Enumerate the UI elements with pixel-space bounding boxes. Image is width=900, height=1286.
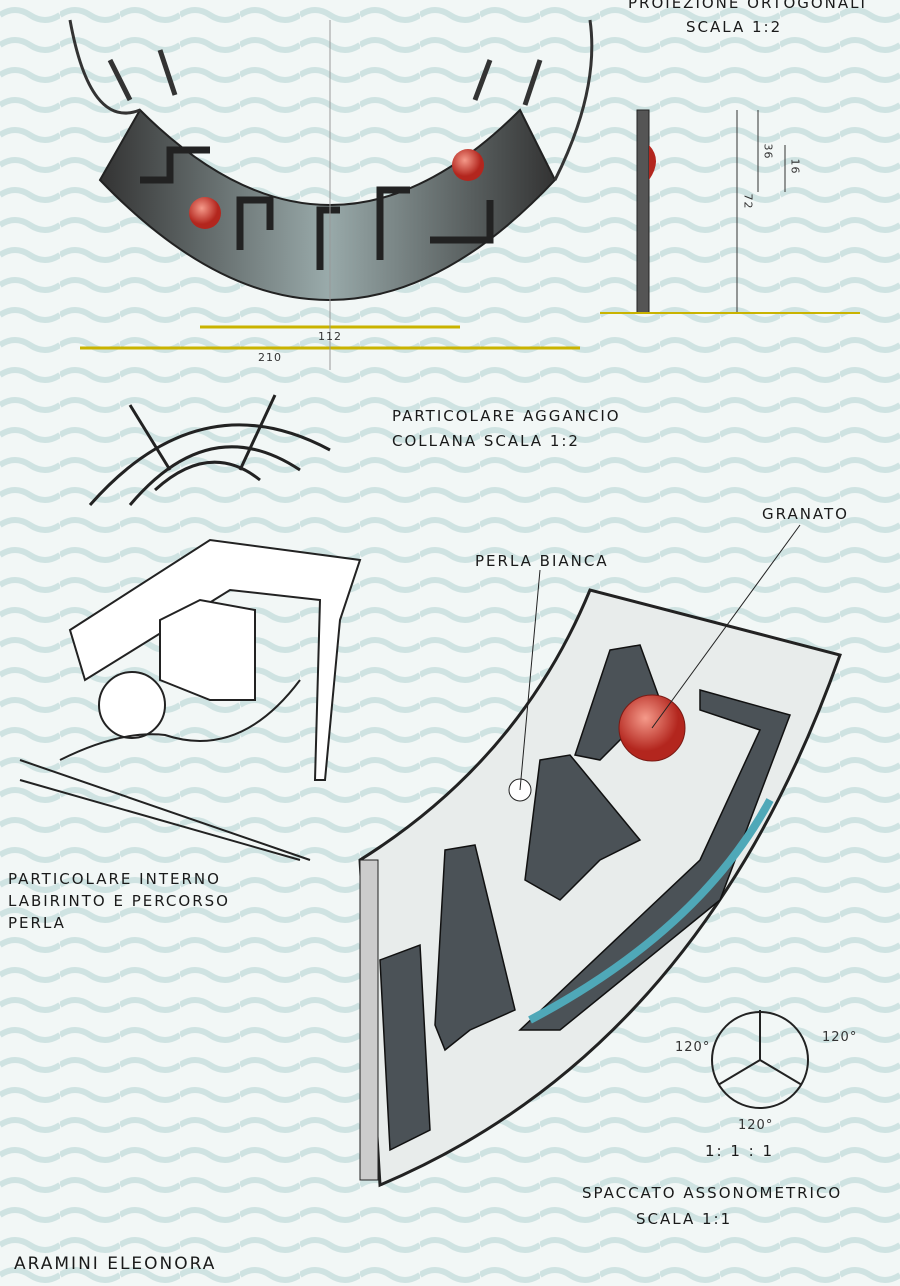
dimension-inner-width: 112 [318, 330, 342, 343]
axonometric-section [358, 524, 842, 1188]
angle-bottom: 120° [738, 1118, 774, 1133]
interior-title-2: LABIRINTO E PERCORSO [8, 892, 230, 910]
axonometric-scale: SCALA 1:1 [636, 1210, 733, 1228]
dimension-height-small: 16 [788, 158, 802, 175]
interior-title-1: PARTICOLARE INTERNO [8, 870, 221, 888]
axonometric-title: SPACCATO ASSONOMETRICO [582, 1184, 843, 1202]
side-view [600, 109, 860, 314]
orthographic-scale: SCALA 1:2 [686, 18, 783, 36]
interior-detail [19, 538, 362, 861]
orthographic-title: PROIEZIONE ORTOGONALI [628, 0, 867, 12]
author-signature: ARAMINI ELEONORA [14, 1254, 217, 1274]
dimension-outer-width: 210 [258, 351, 282, 364]
clasp-scale: COLLANA SCALA 1:2 [392, 432, 580, 450]
dimension-height-upper: 36 [761, 143, 775, 160]
garnet-front [189, 197, 221, 229]
clasp-detail [88, 394, 331, 506]
axonometric-ratio: 1: 1 : 1 [705, 1142, 775, 1160]
clasp-title: PARTICOLARE AGGANCIO [392, 407, 621, 425]
angle-right: 120° [822, 1030, 858, 1045]
white-pearl-label: PERLA BIANCA [475, 552, 609, 570]
front-view [68, 19, 594, 370]
garnet-front-2 [452, 149, 484, 181]
axonometric-symbol [711, 1010, 809, 1109]
interior-title-3: PERLA [8, 914, 66, 932]
garnet-label: GRANATO [762, 505, 849, 523]
angle-left: 120° [675, 1040, 711, 1055]
dimension-height-total: 72 [741, 193, 755, 210]
